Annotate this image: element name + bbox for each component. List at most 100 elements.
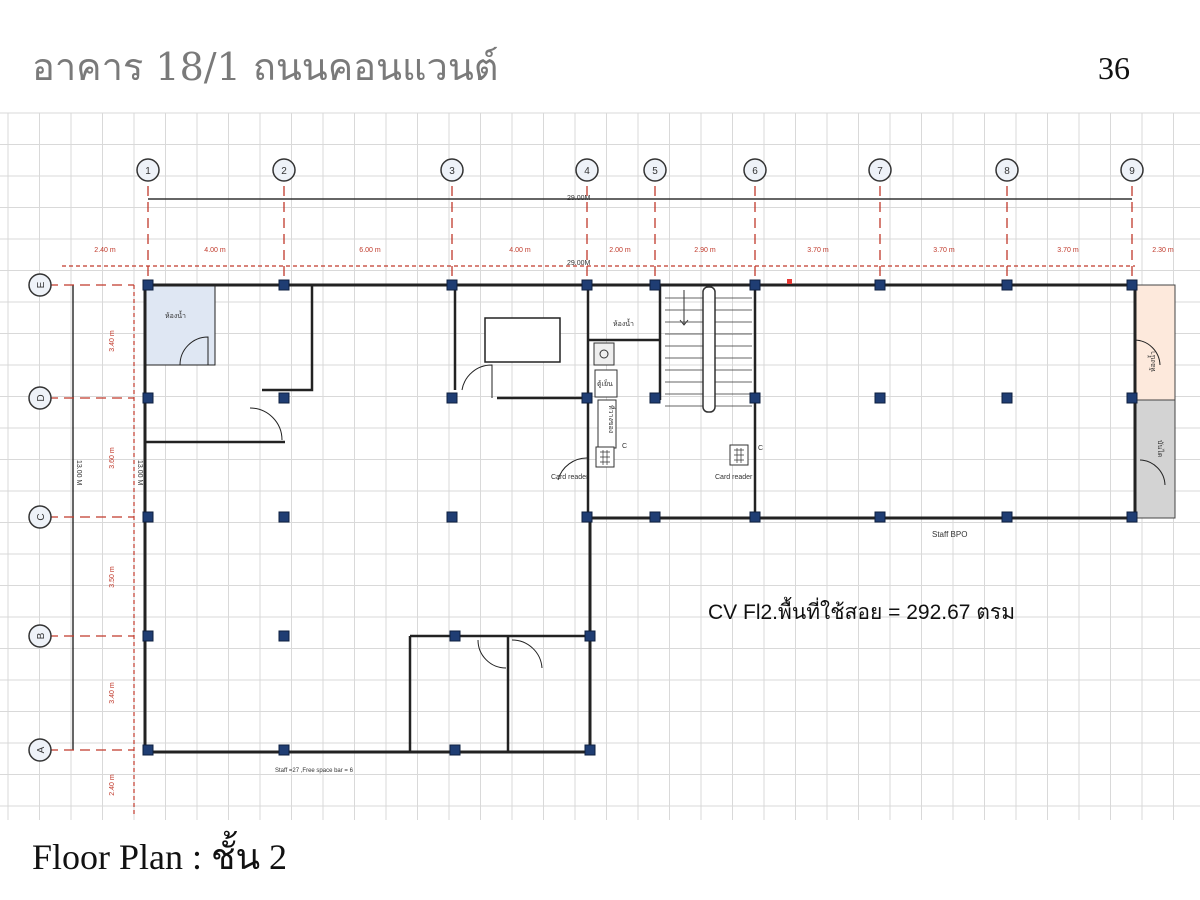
stair-handrail: [702, 286, 716, 413]
column-marker: [142, 744, 154, 756]
staff-bpo-label: Staff BPO: [932, 530, 967, 539]
stair-right-label: บันได: [1156, 440, 1165, 457]
toilet-right-label: ห้องน้ำ: [1146, 351, 1157, 372]
staff-note: Staff =27 ,Free space bar = 6: [275, 768, 354, 774]
dim-x-label: 2.00 m: [609, 247, 631, 254]
table: [484, 317, 561, 363]
column-bubble: [440, 158, 464, 182]
column-bubble: [995, 158, 1019, 182]
dim-x-label: 3.70 m: [807, 247, 829, 254]
column-bubble: [272, 158, 296, 182]
column-label: 3: [449, 166, 455, 177]
column-marker: [649, 511, 661, 523]
sink-basin-icon: [599, 349, 609, 359]
page-number: 36: [1098, 50, 1130, 86]
column-marker: [874, 392, 886, 404]
column-label: 4: [584, 166, 590, 177]
row-label: E: [36, 281, 47, 288]
column-marker: [581, 511, 593, 523]
dim-x-label: 6.00 m: [359, 247, 381, 254]
column-marker: [142, 511, 154, 523]
toilet-room-right: [1134, 284, 1176, 401]
red-marker: [787, 279, 792, 284]
dim-x-label: 4.00 m: [204, 247, 226, 254]
overall-depth-label: 13.00 M: [75, 460, 82, 485]
column-marker: [1001, 392, 1013, 404]
dim-x-label: 4.00 m: [509, 247, 531, 254]
column-label: 8: [1004, 166, 1010, 177]
row-bubble: [28, 505, 52, 529]
dim-y-label: 3.40 m: [109, 682, 116, 704]
card-reader-icon: [729, 444, 749, 466]
column-label: 2: [281, 166, 287, 177]
column-marker: [1126, 511, 1138, 523]
column-bubble: [136, 158, 160, 182]
dim-y-label: 3.40 m: [109, 330, 116, 352]
dim-x-label: 3.70 m: [933, 247, 955, 254]
dim-x-label: 3.70 m: [1057, 247, 1079, 254]
column-marker: [449, 630, 461, 642]
dim-y-label: 3.50 m: [109, 566, 116, 588]
column-marker: [142, 279, 154, 291]
dim-y-label: 2.40 m: [109, 774, 116, 796]
column-marker: [449, 744, 461, 756]
column-marker: [584, 744, 596, 756]
column-bubble: [575, 158, 599, 182]
row-label: D: [36, 394, 47, 401]
column-marker: [649, 392, 661, 404]
row-bubble: [28, 738, 52, 762]
stair-room-right: [1134, 399, 1176, 519]
column-marker: [278, 511, 290, 523]
column-marker: [446, 279, 458, 291]
dim-x-label: 2.90 m: [694, 247, 716, 254]
exterior-wall: [143, 283, 1137, 754]
dim-y-label: 3.60 m: [109, 447, 116, 469]
column-marker: [874, 511, 886, 523]
column-label: 7: [877, 166, 883, 177]
column-label: 1: [145, 166, 151, 177]
column-marker: [749, 279, 761, 291]
column-marker: [446, 392, 458, 404]
column-marker: [1001, 279, 1013, 291]
column-marker: [581, 279, 593, 291]
column-marker: [874, 279, 886, 291]
row-label: B: [36, 632, 47, 639]
column-marker: [749, 392, 761, 404]
column-bubble: [1120, 158, 1144, 182]
column-marker: [278, 279, 290, 291]
row-bubble: [28, 386, 52, 410]
column-bubble: [643, 158, 667, 182]
column-marker: [278, 392, 290, 404]
card-reader-label-1: Card reader: [551, 474, 589, 481]
row-bubble: [28, 273, 52, 297]
overall-width-label-2: 29.00M: [567, 260, 591, 267]
overall-depth-label-2: 13.00 M: [136, 460, 143, 485]
fridge: [594, 369, 618, 398]
row-label: A: [36, 746, 47, 753]
floor-plan-caption: Floor Plan : ชั้น 2: [32, 837, 288, 877]
column-bubble: [868, 158, 892, 182]
column-label: 6: [752, 166, 758, 177]
column-label: 5: [652, 166, 658, 177]
door-swings: [179, 336, 1166, 669]
column-marker: [649, 279, 661, 291]
column-bubble: [743, 158, 767, 182]
column-marker: [749, 511, 761, 523]
dim-x-label: 2.30 m: [1152, 247, 1174, 254]
toilet-mid-label: ห้องน้ำ: [613, 317, 634, 328]
column-marker: [142, 392, 154, 404]
column-marker: [446, 511, 458, 523]
card-reader-label-2: Card reader: [715, 474, 753, 481]
area-label: CV Fl2.พื้นที่ใช้สอย = 292.67 ตรม: [708, 597, 1015, 624]
card-reader-icon: [595, 446, 615, 468]
column-marker: [1001, 511, 1013, 523]
column-marker: [278, 630, 290, 642]
column-marker: [1126, 279, 1138, 291]
column-marker: [581, 392, 593, 404]
fridge-label: ตู้เย็น: [597, 379, 613, 388]
dim-x-label: 2.40 m: [94, 247, 116, 254]
interior-walls: [145, 285, 757, 752]
toilet-left-label: ห้องน้ำ: [165, 309, 186, 320]
slide-title: อาคาร 18/1 ถนนคอนแวนต์: [32, 45, 499, 89]
